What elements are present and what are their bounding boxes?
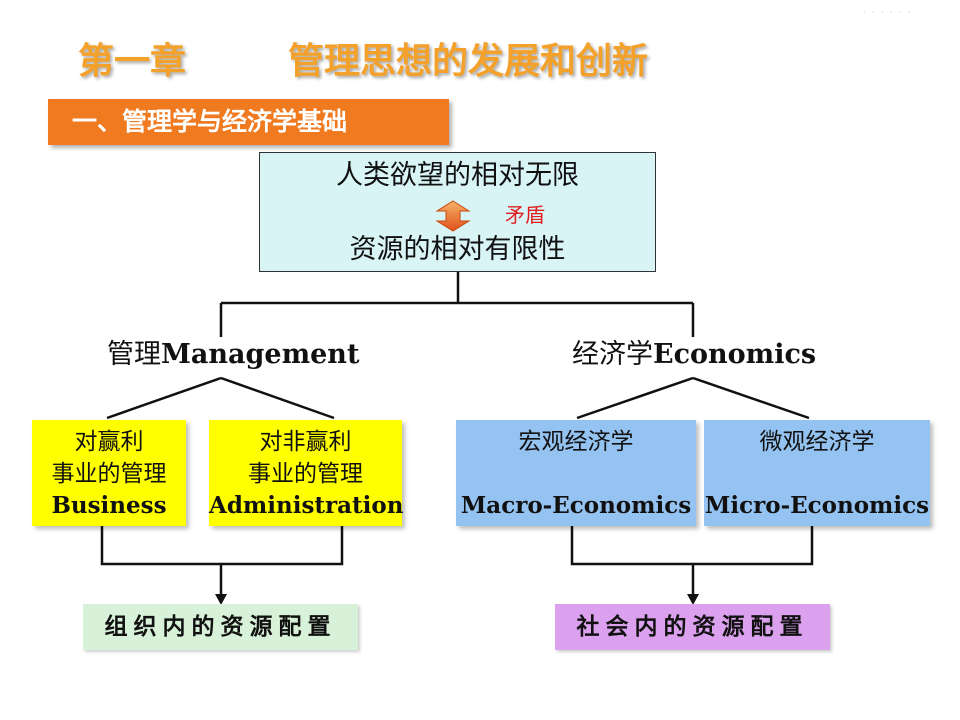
- contradiction-label: 矛盾: [505, 203, 545, 227]
- business-en: Business: [51, 492, 167, 519]
- management-fork-left: [106, 376, 222, 420]
- business-line-1: 对赢利: [74, 429, 144, 455]
- premise-line-2: 资源的相对有限性: [349, 234, 566, 265]
- economics-arrowhead: [687, 594, 699, 605]
- slide-title: 第一章 管理思想的发展和创新: [78, 36, 648, 88]
- management-fork-right: [220, 376, 335, 420]
- macro-economics-box: 宏观经济学 Macro-Economics: [456, 420, 696, 526]
- section-title: 一、管理学与经济学基础: [72, 107, 348, 136]
- administration-en: Administration: [209, 492, 404, 519]
- administration-line-1: 对非赢利: [259, 429, 352, 455]
- chapter-heading: 管理思想的发展和创新: [288, 41, 649, 82]
- economics-merge: [570, 526, 814, 566]
- chapter-label: 第一章: [78, 41, 187, 82]
- micro-economics-cn: 微观经济学: [759, 429, 875, 455]
- economics-fork-left: [576, 376, 694, 420]
- section-banner: 一、管理学与经济学基础: [48, 99, 449, 145]
- organization-allocation-box: 组织内的资源配置: [83, 604, 358, 650]
- management-title: 管理Management: [107, 337, 359, 373]
- double-arrow-icon: [435, 200, 471, 232]
- society-allocation-box: 社会内的资源配置: [555, 604, 830, 650]
- watermark: · · · · · ·: [862, 6, 912, 19]
- micro-economics-en: Micro-Economics: [704, 492, 930, 519]
- premise-line-1: 人类欲望的相对无限: [336, 160, 579, 191]
- business-line-2: 事业的管理: [51, 461, 167, 487]
- management-title-en: Management: [161, 339, 360, 370]
- economics-title-en: Economics: [653, 339, 817, 370]
- economics-title: 经济学Economics: [572, 337, 816, 373]
- macro-economics-en: Macro-Economics: [460, 492, 692, 519]
- management-arrowhead: [215, 594, 227, 605]
- administration-line-2: 事业的管理: [248, 461, 363, 487]
- economics-title-cn: 经济学: [572, 339, 653, 370]
- management-merge: [100, 526, 344, 566]
- management-title-cn: 管理: [107, 339, 161, 370]
- macro-economics-cn: 宏观经济学: [518, 429, 634, 455]
- economics-fork-right: [692, 376, 810, 420]
- business-box: 对赢利 事业的管理 Business: [32, 420, 186, 526]
- administration-box: 对非赢利 事业的管理 Administration: [209, 420, 404, 526]
- micro-economics-box: 微观经济学 Micro-Economics: [704, 420, 930, 526]
